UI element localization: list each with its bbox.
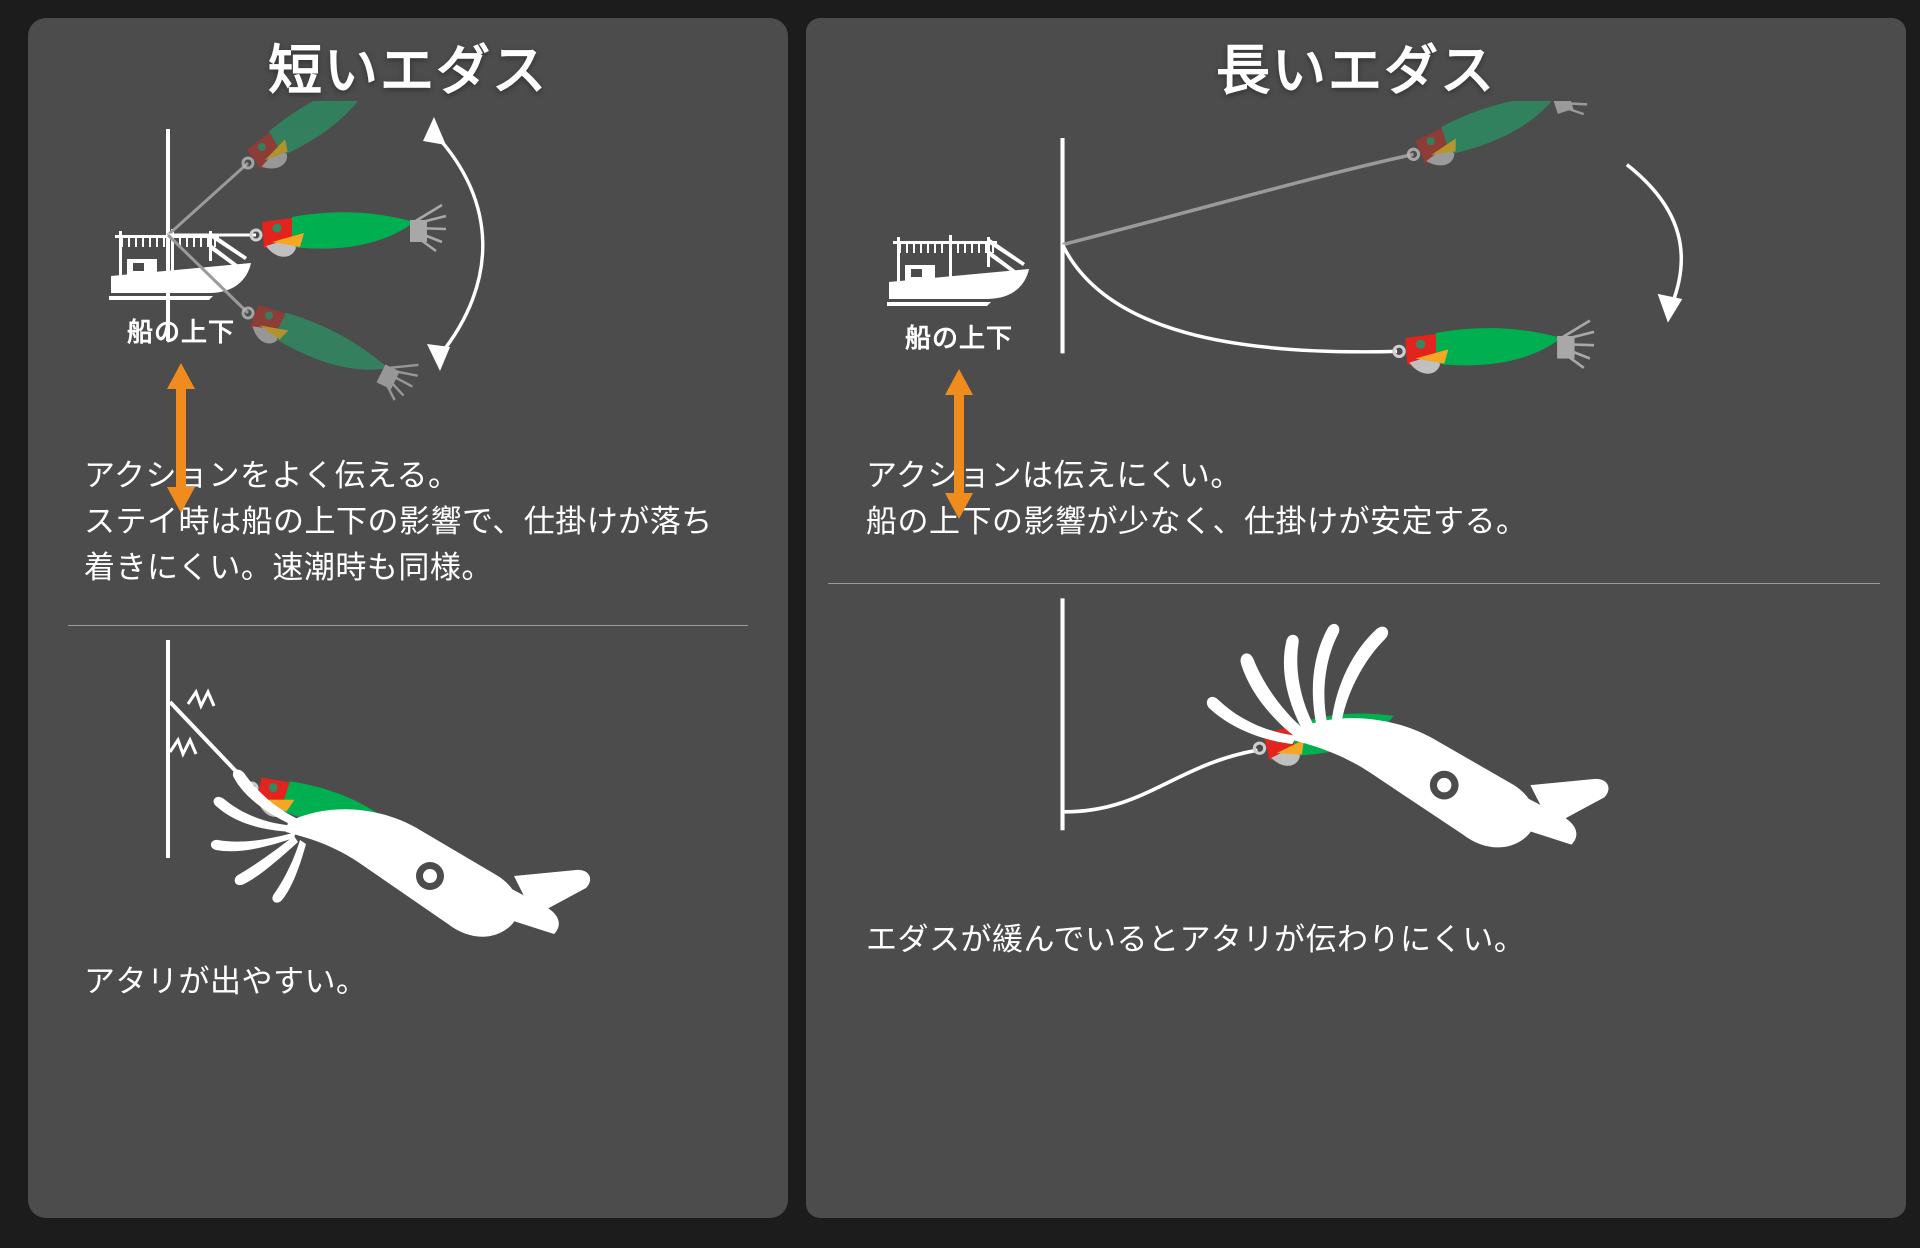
body-line: アクションをよく伝える。	[84, 458, 460, 494]
body-line: 船の上下の影響が少なく、仕掛けが安定する。	[866, 504, 1528, 540]
squid-grabbing-jig	[210, 769, 591, 937]
single-curved-down-arrow	[1625, 163, 1683, 324]
long-dropper-diagram	[1060, 101, 1683, 375]
body-text-long: アクションは伝えにくい。 船の上下の影響が少なく、仕掛けが安定する。	[806, 453, 1906, 545]
body-line: ステイ時は船の上下の影響で、仕掛けが落ち	[84, 504, 713, 540]
squid-fishing-boat-icon	[879, 235, 1039, 311]
bottom-scene-short	[28, 626, 788, 956]
body-text-short: アクションをよく伝える。 ステイ時は船の上下の影響で、仕掛けが落ち 着きにくい。…	[28, 453, 788, 591]
squid-grabbing-jig	[1206, 624, 1609, 848]
boat-block-short: 船の上下	[86, 223, 276, 518]
squid-bite-slack-diagram	[1060, 598, 1609, 848]
boat-caption-short: 船の上下	[126, 317, 235, 348]
top-scene-long: 船の上下	[806, 101, 1906, 520]
squid-bite-taut-diagram	[166, 640, 591, 937]
panel-title-short: 短いエダス	[268, 41, 548, 101]
caption-long: エダスが緩んでいるとアタリが伝わりにくい。	[866, 922, 1526, 958]
caption-short: アタリが出やすい。	[84, 964, 368, 1000]
panel-short-edasu: 短いエダス	[28, 18, 788, 1218]
boat-block-long: 船の上下	[864, 229, 1054, 524]
short-dropper-diagram	[166, 101, 485, 402]
panel-long-edasu: 長いエダス	[806, 18, 1906, 1218]
panel-title-long: 長いエダス	[1216, 41, 1496, 101]
bottom-scene-long	[806, 584, 1906, 914]
panel-divider-long	[828, 583, 1880, 585]
double-headed-arc-arrow	[423, 117, 485, 372]
up-down-arrow-icon	[864, 369, 1054, 524]
vibration-marks	[168, 688, 216, 758]
up-down-arrow-icon	[86, 363, 276, 518]
body-line: アクションは伝えにくい。	[866, 458, 1242, 494]
body-line: 着きにくい。速潮時も同様。	[84, 550, 493, 586]
panel-divider-short	[68, 625, 748, 627]
squid-fishing-boat-icon	[101, 229, 261, 305]
boat-caption-long: 船の上下	[904, 323, 1013, 354]
top-scene-short: 船の上下	[28, 101, 788, 514]
